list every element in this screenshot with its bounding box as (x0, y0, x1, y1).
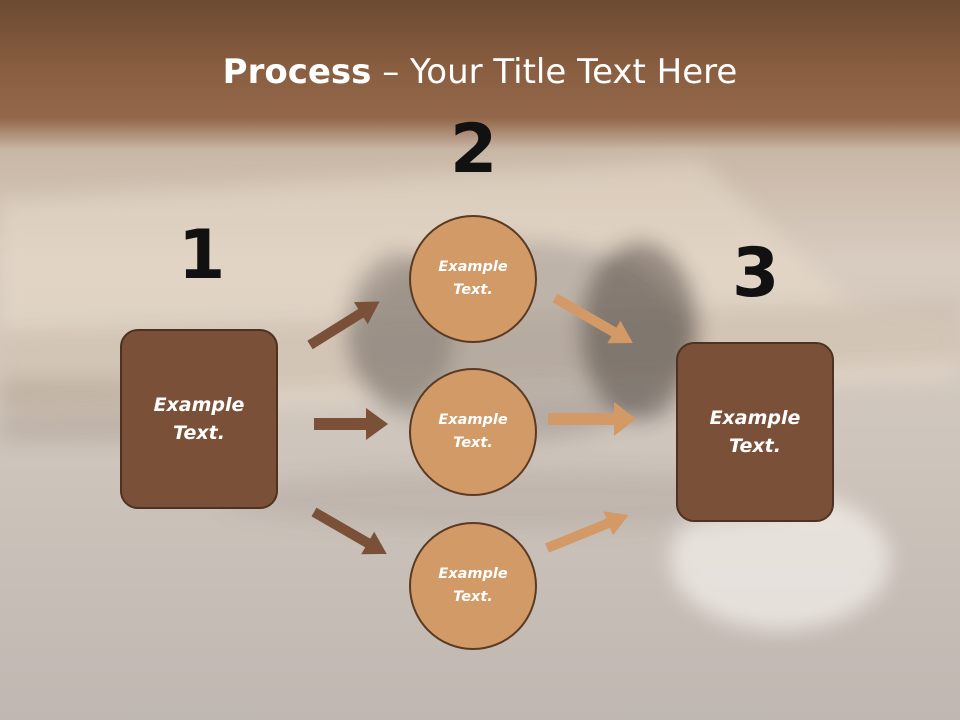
arrow-middle-to-right (548, 402, 636, 436)
step-1-text: Example Text. (153, 393, 245, 445)
step-1-box: Example Text. (120, 329, 278, 509)
title-bold: Process (222, 52, 372, 92)
step-3-box: Example Text. (676, 342, 834, 522)
step-2-circle-middle-text: Example Text. (438, 411, 508, 451)
arrow-left-to-top (307, 301, 380, 350)
step-2-circle-bottom-text: Example Text. (438, 565, 508, 605)
slide-title: Process – Your Title Text Here (0, 52, 960, 92)
step-number-2: 2 (450, 110, 498, 189)
step-number-1: 1 (178, 216, 226, 295)
arrow-left-to-bottom (311, 507, 387, 555)
arrows-left-group (307, 301, 388, 555)
arrows-right-group (545, 293, 636, 553)
title-rest: Your Title Text Here (410, 52, 738, 92)
step-number-3: 3 (732, 234, 780, 313)
arrow-left-to-middle (314, 408, 388, 440)
step-2-circle-bottom: Example Text. (409, 522, 537, 650)
arrow-bottom-to-right (545, 511, 629, 553)
step-2-circle-middle: Example Text. (409, 368, 537, 496)
step-2-circle-top: Example Text. (409, 215, 537, 343)
step-3-text: Example Text. (709, 406, 801, 458)
step-2-circle-top-text: Example Text. (438, 258, 508, 298)
arrow-top-to-right (552, 293, 633, 344)
title-separator: – (371, 52, 411, 92)
